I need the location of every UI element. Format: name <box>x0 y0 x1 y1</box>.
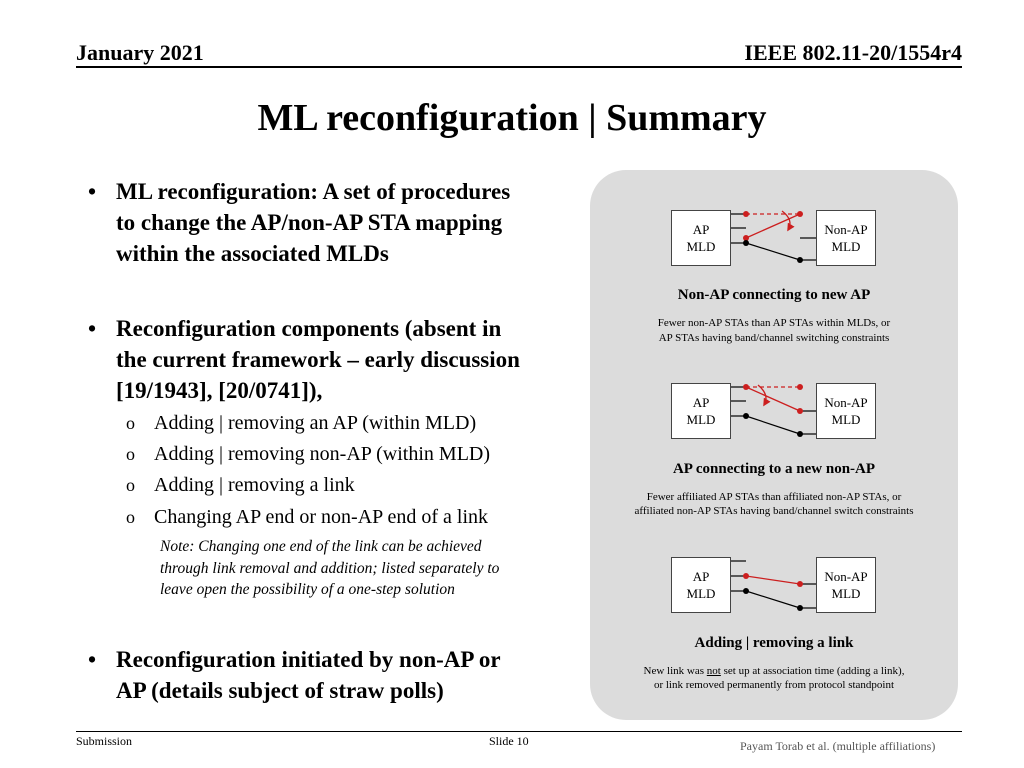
bullet-2-line-2: the current framework – early discussion <box>116 347 520 372</box>
ap-mld-box: AP MLD <box>671 383 731 439</box>
circle-bullet-icon: o <box>126 475 135 495</box>
desc-text: New link was <box>643 665 707 677</box>
sub-item-text: Adding | removing an AP (within MLD) <box>154 412 477 434</box>
footer-authors: Payam Torab et al. (multiple affiliation… <box>740 739 936 753</box>
desc-text: set up at association time (adding a lin… <box>720 665 905 677</box>
slide-title: ML reconfiguration | Summary <box>257 97 767 139</box>
sub-item-text: Adding | removing a link <box>154 474 355 496</box>
bullet-1-line-1: ML reconfiguration: A set of procedures <box>116 179 511 204</box>
diagram-1-desc-line-2: AP STAs having band/channel switching co… <box>658 332 890 344</box>
diagram-3-desc-line-1: New link was not set up at association t… <box>590 664 958 679</box>
ap-mld-box: AP MLD <box>671 210 731 266</box>
diagram-1-caption: Non-AP connecting to new AP <box>677 287 871 303</box>
box-label: MLD <box>686 412 716 427</box>
ap-mld-box: AP MLD <box>671 557 731 613</box>
diagram-2-desc-line-1: Fewer affiliated AP STAs than affiliated… <box>646 491 902 503</box>
box-label: MLD <box>831 586 861 601</box>
diagram-panel <box>590 170 958 720</box>
diagram-2-caption: AP connecting to a new non-AP <box>672 461 876 477</box>
sub-item-text: Adding | removing non-AP (within MLD) <box>154 443 491 465</box>
switch-arrow-icon <box>757 384 771 407</box>
note-line: Note: Changing one end of the link can b… <box>160 538 482 555</box>
link-line <box>745 415 801 435</box>
bullet-dot-icon: • <box>88 647 97 672</box>
link-endpoint-dots <box>743 211 803 611</box>
sub-item-text: Changing AP end or non-AP end of a link <box>154 506 489 528</box>
new-link-line <box>745 386 801 412</box>
diagram-1-desc-line-1: Fewer non-AP STAs than AP STAs within ML… <box>657 317 891 329</box>
bullet-3-line-1: Reconfiguration initiated by non-AP or <box>116 647 501 672</box>
non-ap-mld-box: Non-AP MLD <box>816 557 876 613</box>
desc-underlined: not <box>706 665 721 677</box>
box-label: Non-AP <box>824 569 868 584</box>
new-link-line <box>745 575 801 585</box>
bullet-3-line-2: AP (details subject of straw polls) <box>116 678 444 703</box>
new-link-line <box>745 213 801 239</box>
note: Note: Changing one end of the link can b… <box>160 536 499 601</box>
box-label: MLD <box>686 239 716 254</box>
note-line: leave open the possibility of a one-step… <box>160 581 455 598</box>
bullet-1-line-3: within the associated MLDs <box>116 241 389 266</box>
header-doc-id: IEEE 802.11-20/1554r4 <box>744 40 962 65</box>
footer-submission: Submission <box>76 734 133 748</box>
diagram-2-desc-line-2: affiliated non-AP STAs having band/chann… <box>634 505 914 517</box>
header-rule <box>76 66 962 68</box>
box-label: MLD <box>831 412 861 427</box>
bullet-dot-icon: • <box>88 179 97 204</box>
footer-slide-number: Slide 10 <box>489 734 529 748</box>
bullet-1-line-2: to change the AP/non-AP STA mapping <box>116 210 503 235</box>
non-ap-mld-box: Non-AP MLD <box>816 383 876 439</box>
box-label: Non-AP <box>824 395 868 410</box>
diagram-3-caption: Adding | removing a link <box>694 635 854 651</box>
box-label: AP <box>692 222 710 237</box>
box-label: MLD <box>686 586 716 601</box>
switch-arrow-icon <box>781 210 795 232</box>
bullet-2-line-3: [19/1943], [20/0741]), <box>116 378 323 403</box>
circle-bullet-icon: o <box>126 507 135 527</box>
note-line: through link removal and addition; liste… <box>160 559 500 577</box>
diagram-3-desc-line-2: or link removed permanently from protoco… <box>653 679 895 691</box>
bullet-2-line-1: Reconfiguration components (absent in <box>116 316 502 341</box>
link-line <box>745 590 801 609</box>
link-line <box>745 242 801 261</box>
footer-rule <box>76 731 962 732</box>
circle-bullet-icon: o <box>126 413 135 433</box>
box-label: Non-AP <box>824 222 868 237</box>
box-label: MLD <box>831 239 861 254</box>
box-label: AP <box>692 395 710 410</box>
box-label: AP <box>692 569 710 584</box>
bullet-dot-icon: • <box>88 316 97 341</box>
non-ap-mld-box: Non-AP MLD <box>816 210 876 266</box>
circle-bullet-icon: o <box>126 444 135 464</box>
header-date: January 2021 <box>76 40 204 65</box>
